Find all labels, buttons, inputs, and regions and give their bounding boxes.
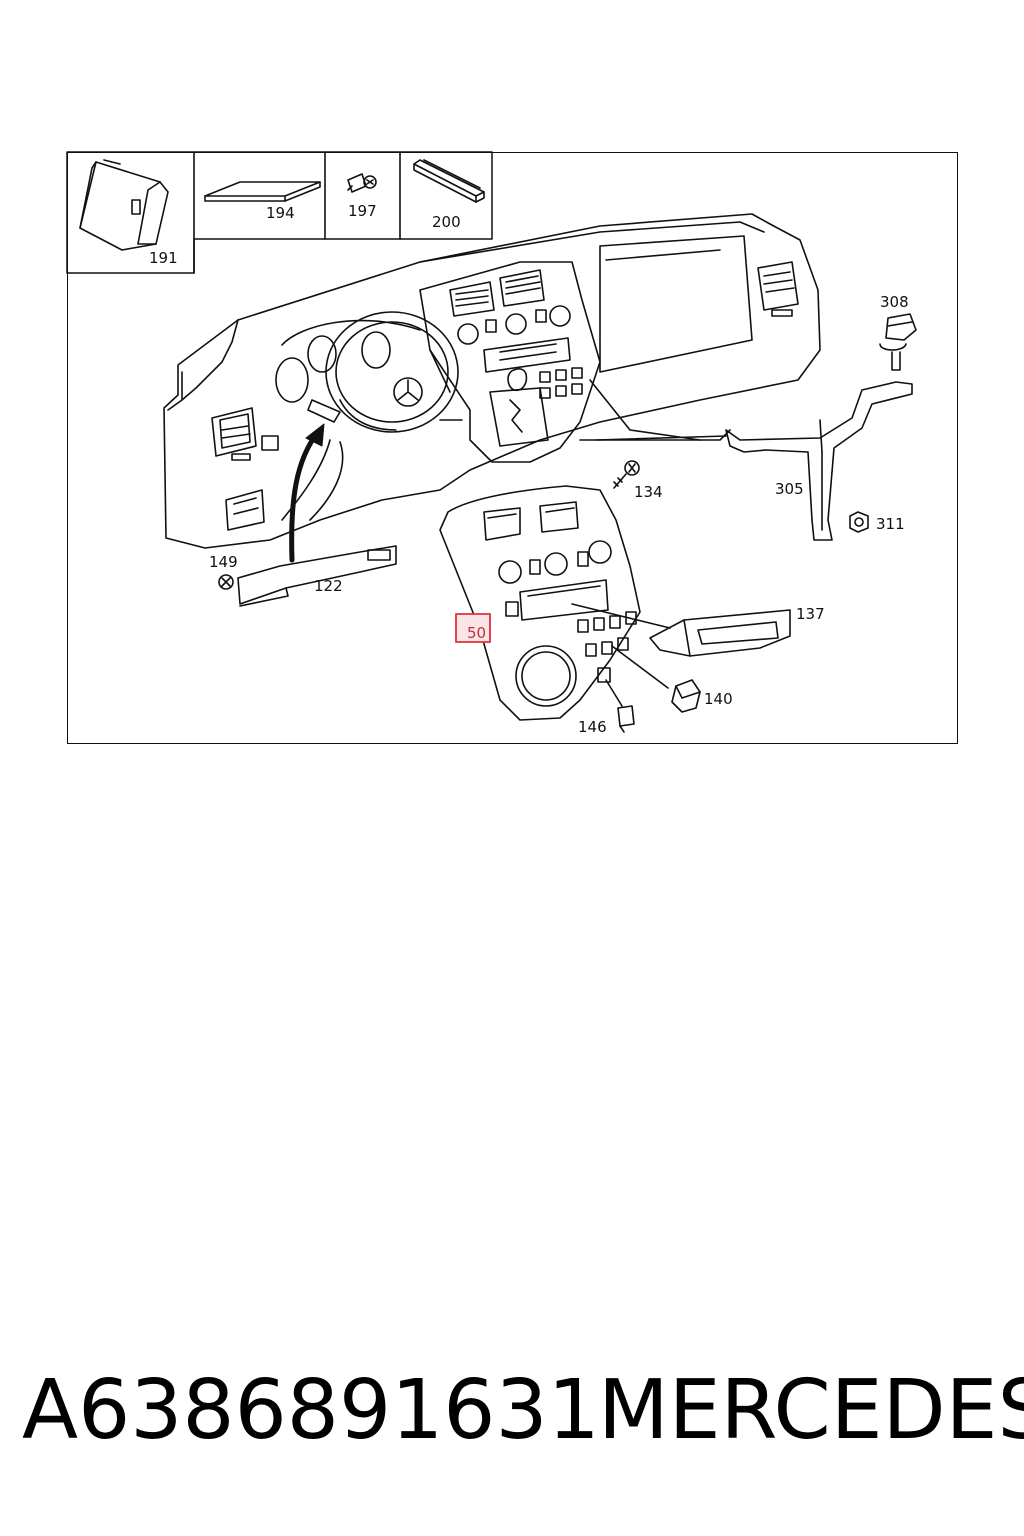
callout-191: 191 <box>149 249 178 267</box>
part-305-bracket <box>595 381 913 541</box>
callout-197: 197 <box>348 202 377 220</box>
install-arrow <box>289 423 325 563</box>
part-194-strip <box>204 181 321 202</box>
part-311-nut <box>849 511 869 533</box>
part-50-center-panel <box>439 485 671 721</box>
callout-194: 194 <box>266 204 295 222</box>
part-122-trim <box>237 545 397 607</box>
callout-146: 146 <box>578 718 607 736</box>
dashboard-body <box>163 213 821 549</box>
part-200-rail <box>413 159 485 203</box>
part-number: A6386891631 <box>22 1363 600 1458</box>
inset-boxes <box>66 151 493 274</box>
callout-50: 50 <box>467 624 486 642</box>
part-191-cover <box>79 159 169 251</box>
part-149-clip <box>218 574 234 590</box>
part-146-switch <box>605 679 635 733</box>
callout-122: 122 <box>314 577 343 595</box>
dash-center-console <box>419 261 601 463</box>
callout-137: 137 <box>796 605 825 623</box>
part-308-clip <box>879 313 917 371</box>
part-197-screw <box>347 173 377 193</box>
diagram-frame <box>67 152 958 744</box>
part-140-clip <box>611 645 701 713</box>
steering-wheel <box>275 311 463 521</box>
callout-50-highlight <box>455 613 491 643</box>
callout-149: 149 <box>209 553 238 571</box>
callout-134: 134 <box>634 483 663 501</box>
part-134-screw <box>613 460 640 489</box>
callout-200: 200 <box>432 213 461 231</box>
callout-311: 311 <box>876 515 905 533</box>
left-vents <box>211 407 279 531</box>
callout-140: 140 <box>704 690 733 708</box>
brand-name: MERCEDES <box>598 1363 1024 1458</box>
dashboard-exploded-diagram: 191 194 197 200 308 305 311 134 149 122 … <box>66 151 917 736</box>
callout-308: 308 <box>880 293 909 311</box>
callout-labels: 191 194 197 200 308 305 311 134 149 122 … <box>149 202 909 736</box>
callout-305: 305 <box>775 480 804 498</box>
part-137-tray <box>649 609 791 657</box>
